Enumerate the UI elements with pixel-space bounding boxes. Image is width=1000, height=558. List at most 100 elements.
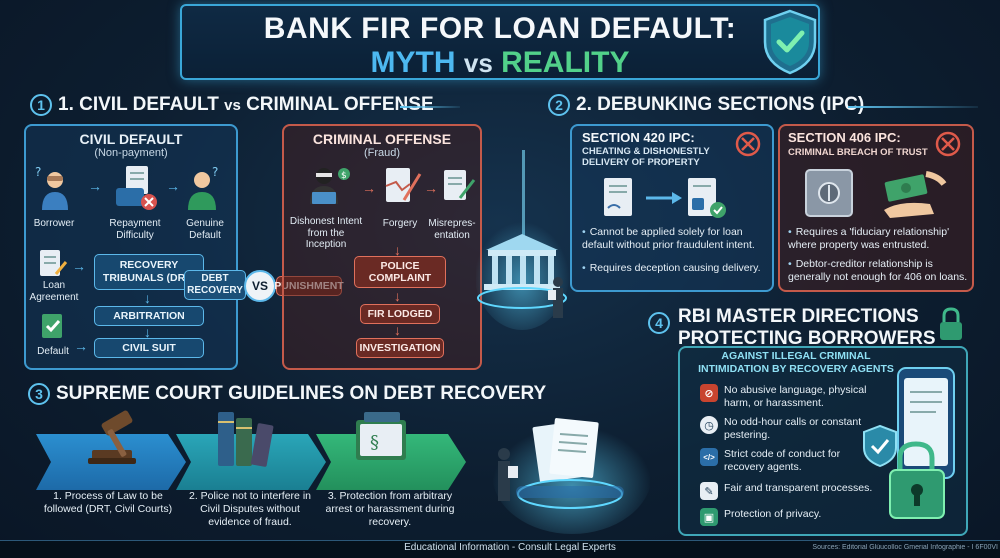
criminal-offense-panel: CRIMINAL OFFENSE (Fraud) — [282, 124, 482, 370]
section-420-bullet-1: Cannot be applied solely for loan defaul… — [582, 226, 766, 252]
section4-number-badge: 4 — [648, 312, 670, 334]
section-406-heading: SECTION 406 IPC: — [788, 130, 901, 145]
svg-text:§: § — [370, 432, 379, 453]
rbi-item-5: ▣ Protection of privacy. — [700, 508, 880, 526]
legal-book-icon: § — [350, 410, 420, 470]
debt-recovery-box: DEBT RECOVERY — [184, 270, 246, 300]
criminal-offense-heading: CRIMINAL OFFENSE — [312, 131, 452, 147]
civil-suit-box: CIVIL SUIT — [94, 338, 204, 358]
shield-check-icon — [760, 8, 820, 76]
borrower-label: Borrower — [33, 218, 75, 229]
section-406-bullet-1: Requires a 'fiduciary relationship' wher… — [788, 226, 970, 252]
section-420-heading: SECTION 420 IPC: — [582, 130, 695, 145]
section1-divider — [400, 106, 460, 108]
no-harassment-icon: ⊘ — [700, 384, 718, 402]
courthouse-hologram-illustration — [474, 150, 576, 340]
confused-person-icon: ? — [184, 164, 224, 212]
arrow-down-icon: ↓ — [144, 324, 151, 340]
lock-icon — [936, 306, 966, 342]
title-vs: vs — [463, 48, 493, 78]
law-books-icon — [212, 406, 282, 470]
forged-document-icon — [380, 164, 422, 208]
section-406-bullet-2: Debtor-creditor relationship is generall… — [788, 258, 970, 284]
arrow-down-icon: ↓ — [144, 290, 151, 306]
section3-number-badge: 3 — [28, 383, 50, 405]
rbi-item-3: </> Strict code of conduct for recovery … — [700, 448, 880, 473]
rbi-item-2-text: No odd-hour calls or constant pestering. — [724, 416, 862, 441]
rbi-item-1-text: No abusive language, physical harm, or h… — [724, 384, 867, 409]
civil-default-heading: CIVIL DEFAULT — [79, 131, 183, 147]
arrow-right-icon: → — [424, 180, 438, 196]
vs-badge-text: VS — [251, 279, 268, 293]
section1-title-vs: vs — [224, 97, 241, 114]
clock-icon: ◷ — [700, 416, 718, 434]
section4-title-line1: RBI MASTER DIRECTIONS — [678, 306, 919, 327]
footer-bar — [0, 540, 1000, 558]
thief-laptop-icon: $ — [296, 164, 352, 208]
misrepresentation-label: Misrepres-entation — [428, 218, 476, 241]
criminal-offense-sub: (Fraud) — [363, 147, 401, 159]
section-406-subheading: CRIMINAL BREACH OF TRUST — [788, 147, 928, 158]
footer-disclaimer: Educational Information - Consult Legal … — [404, 542, 616, 553]
clipboard-icon: ✎ — [700, 482, 718, 500]
prohibited-icon — [734, 130, 762, 158]
section1-title-a: 1. CIVIL DEFAULT — [58, 94, 219, 115]
arbitration-box: ARBITRATION — [94, 306, 204, 326]
document-pen-icon — [36, 248, 68, 278]
code-of-conduct-icon: </> — [700, 448, 718, 466]
police-complaint-box: POLICE COMPLAINT — [354, 256, 446, 288]
arrow-right-icon: → — [88, 178, 102, 194]
arrow-right-icon: → — [362, 180, 376, 196]
dishonest-intent-label: Dishonest Intent from the Inception — [289, 216, 363, 250]
document-hologram-illustration — [480, 384, 652, 534]
worried-borrower-icon: ? — [34, 164, 74, 212]
arrow-down-icon: ↓ — [394, 288, 401, 304]
arrow-down-icon: ↓ — [394, 242, 401, 258]
privacy-lock-icon: ▣ — [700, 508, 718, 526]
section-420-bullet-2: Requires deception causing delivery. — [582, 262, 766, 275]
section4-title-line2: PROTECTING BORROWERS — [678, 328, 936, 349]
gavel-icon — [78, 410, 150, 470]
rbi-item-4-text: Fair and transparent processes. — [724, 482, 873, 494]
phone-lock-shield-illustration — [858, 362, 966, 532]
section2-title: 2. DEBUNKING SECTIONS (IPC) — [576, 94, 865, 115]
svg-text:$: $ — [341, 171, 347, 181]
section3-title: SUPREME COURT GUIDELINES ON DEBT RECOVER… — [56, 383, 547, 404]
check-document-icon — [38, 312, 68, 340]
step3-text: 3. Protection from arbitrary arrest or h… — [325, 490, 455, 529]
genuine-default-label: Genuine Default — [186, 218, 224, 241]
rbi-item-3-text: Strict code of conduct for recovery agen… — [724, 448, 841, 473]
rbi-item-1: ⊘ No abusive language, physical harm, or… — [700, 384, 880, 409]
section2-number-badge: 2 — [548, 94, 570, 116]
rbi-item-4: ✎ Fair and transparent processes. — [700, 482, 880, 500]
section1-title: 1. CIVIL DEFAULT vs CRIMINAL OFFENSE — [58, 94, 434, 116]
svg-text:?: ? — [212, 165, 218, 179]
title-banner: BANK FIR FOR LOAN DEFAULT: MYTH vs REALI… — [180, 4, 820, 80]
vs-badge: VS — [244, 270, 276, 302]
forgery-label: Forgery — [382, 218, 418, 229]
svg-text:?: ? — [35, 165, 41, 179]
rbi-item-5-text: Protection of privacy. — [724, 508, 822, 520]
step1-text: 1. Process of Law to be followed (DRT, C… — [43, 490, 173, 516]
title-reality: REALITY — [501, 46, 630, 79]
footer-sources: Sources: Editorial Glúucolloc Gmerial In… — [812, 544, 998, 551]
arrow-down-icon: ↓ — [394, 322, 401, 338]
title-myth: MYTH — [370, 46, 456, 79]
fir-lodged-box: FIR LODGED — [360, 304, 440, 324]
section1-number-badge: 1 — [30, 94, 52, 116]
rbi-panel-heading: AGAINST ILLEGAL CRIMINAL INTIMIDATION BY… — [698, 350, 894, 375]
title-line2: MYTH vs REALITY — [182, 46, 818, 80]
section1-title-b: CRIMINAL OFFENSE — [246, 94, 434, 115]
section-420-subheading: CHEATING & DISHONESTLY DELIVERY OF PROPE… — [582, 146, 710, 169]
section2-divider — [848, 106, 978, 108]
section4-title: RBI MASTER DIRECTIONS PROTECTING BORROWE… — [678, 306, 936, 350]
wallet-bill-icon — [112, 164, 158, 212]
investigation-box: INVESTIGATION — [356, 338, 444, 358]
civil-default-sub: (Non-payment) — [94, 147, 168, 159]
prohibited-icon — [934, 130, 962, 158]
rbi-item-2: ◷ No odd-hour calls or constant pesterin… — [700, 416, 880, 441]
arrow-right-icon: → — [74, 338, 88, 354]
repayment-difficulty-label: Repayment Difficulty — [109, 218, 161, 241]
loan-agreement-label: Loan Agreement — [29, 280, 79, 303]
step2-text: 2. Police not to interfere in Civil Disp… — [189, 490, 311, 529]
